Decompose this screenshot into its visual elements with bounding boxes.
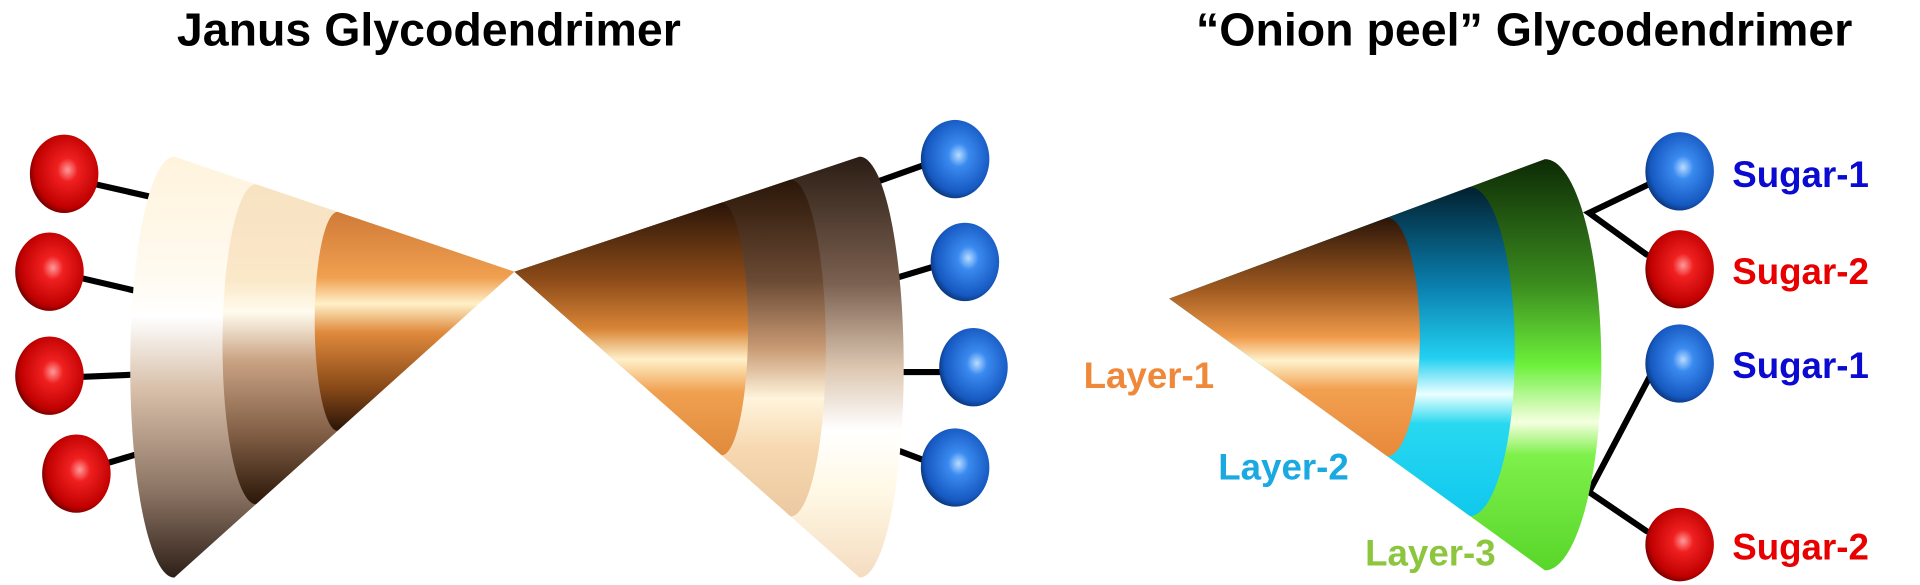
sugar-1-label: Sugar-1 xyxy=(1732,154,1869,195)
red-sugar-sphere xyxy=(15,232,84,311)
janus-sugars-left xyxy=(15,134,111,513)
layer-2-label: Layer-2 xyxy=(1218,447,1349,488)
red-sugar-sphere xyxy=(1645,507,1714,582)
janus-sticks xyxy=(76,160,946,469)
janus-cones xyxy=(130,156,904,578)
blue-sugar-sphere xyxy=(920,119,990,199)
onion-peel-glycodendrimer: Sugar-1 Sugar-2 Sugar-1 Sugar-2 Layer-1 … xyxy=(1084,132,1869,582)
onion-cone xyxy=(1169,159,1602,571)
onion-peel-title: “Onion peel” Glycodendrimer xyxy=(1196,3,1852,55)
blue-sugar-sphere xyxy=(930,222,1000,302)
sugar-1-label: Sugar-1 xyxy=(1732,345,1869,386)
red-sugar-sphere xyxy=(42,434,111,513)
janus-left-cone-core xyxy=(314,211,515,431)
blue-sugar-sphere xyxy=(1645,324,1714,403)
layer-1-label: Layer-1 xyxy=(1084,355,1215,396)
blue-sugar-sphere xyxy=(920,428,990,507)
janus-title: Janus Glycodendrimer xyxy=(177,3,681,55)
janus-glycodendrimer xyxy=(15,119,1008,578)
red-sugar-sphere xyxy=(15,336,84,415)
janus-sugars-right xyxy=(920,119,1008,507)
layer-3-label: Layer-3 xyxy=(1365,532,1496,573)
janus-right-cone-core xyxy=(514,202,749,456)
blue-sugar-sphere xyxy=(939,327,1008,407)
sugar-2-label: Sugar-2 xyxy=(1732,251,1869,292)
blue-sugar-sphere xyxy=(1645,132,1714,211)
red-sugar-sphere xyxy=(29,134,99,213)
sugar-2-label: Sugar-2 xyxy=(1732,526,1869,567)
layer-1-core xyxy=(1169,217,1420,457)
red-sugar-sphere xyxy=(1645,230,1714,309)
